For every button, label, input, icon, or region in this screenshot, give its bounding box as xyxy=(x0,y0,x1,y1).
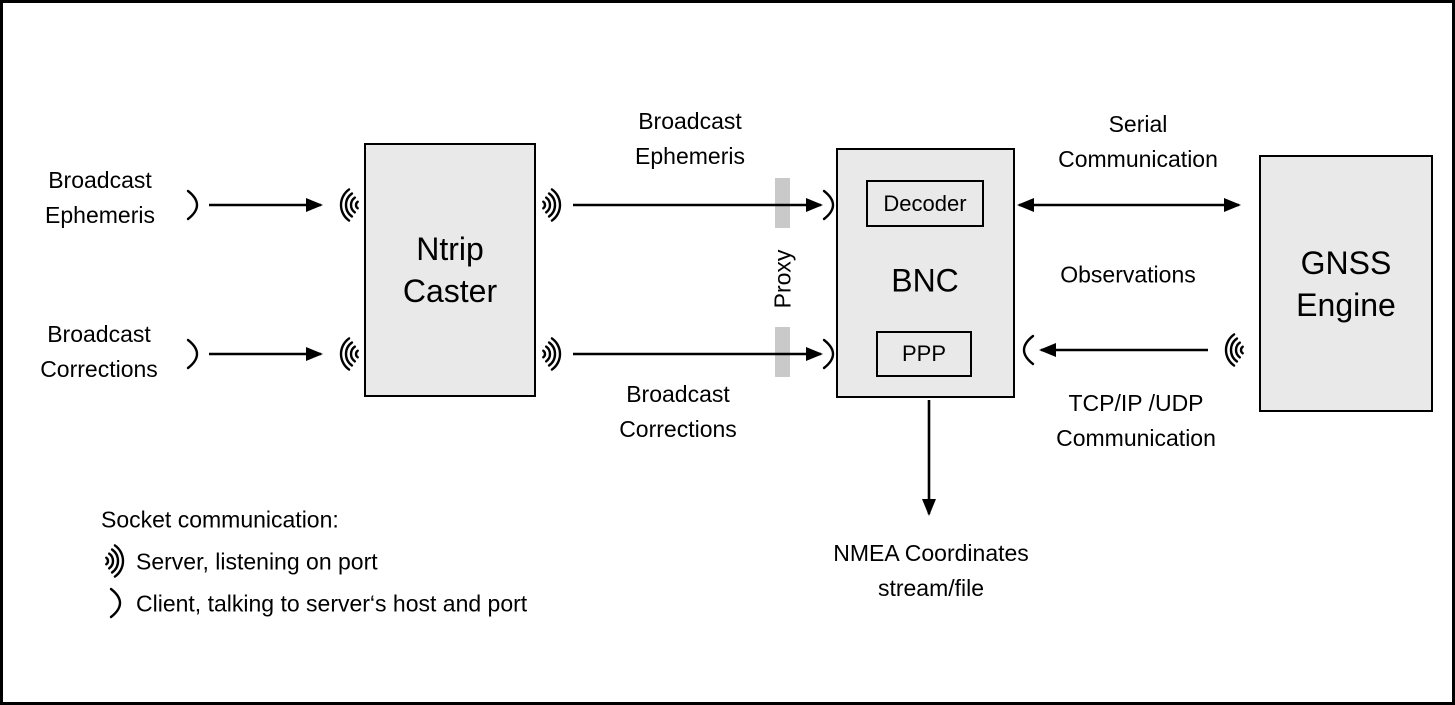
label-nmea-output: NMEA Coordinates stream/file xyxy=(833,540,1029,601)
proxy-bar-top xyxy=(775,178,790,228)
label-proxy: Proxy xyxy=(769,249,796,309)
legend-server-label: Server, listening on port xyxy=(136,548,378,575)
label-broadcast-ephemeris-left: Broadcast Ephemeris xyxy=(45,167,155,228)
bnc-label: BNC xyxy=(891,262,959,299)
label-serial-communication: Serial Communication xyxy=(1058,111,1218,172)
ntrip-caster-label: Ntrip Caster xyxy=(402,231,498,309)
node-gnss-engine: GNSS Engine xyxy=(1259,155,1433,412)
connector-layer xyxy=(105,178,1244,619)
socket-server-waves-icon xyxy=(542,337,562,371)
socket-server-waves-icon xyxy=(1224,333,1244,367)
label-broadcast-corrections-left: Broadcast Corrections xyxy=(40,321,158,382)
legend-client-icon xyxy=(109,587,122,619)
socket-client-arc-icon xyxy=(1022,334,1035,366)
label-tcpip-udp-communication: TCP/IP /UDP Communication xyxy=(1056,390,1216,451)
legend-server-icon xyxy=(105,544,125,578)
label-observations: Observations xyxy=(1060,261,1196,288)
socket-server-waves-icon xyxy=(339,337,359,371)
ppp-label: PPP xyxy=(901,341,947,366)
proxy-bar-bottom xyxy=(775,327,790,377)
legend-title: Socket communication: xyxy=(101,506,339,533)
label-broadcast-corrections-bottom: Broadcast Corrections xyxy=(619,381,737,442)
ppp-box: PPP xyxy=(876,331,972,377)
gnss-engine-label: GNSS Engine xyxy=(1296,244,1396,323)
node-ntrip-caster: Ntrip Caster xyxy=(364,143,536,397)
legend-client-label: Client, talking to server‘s host and por… xyxy=(136,590,528,617)
decoder-box: Decoder xyxy=(866,180,984,227)
socket-client-arc-icon xyxy=(822,189,835,221)
socket-client-arc-icon xyxy=(186,338,199,370)
socket-client-arc-icon xyxy=(186,189,199,221)
socket-server-waves-icon xyxy=(339,188,359,222)
decoder-label: Decoder xyxy=(883,190,967,216)
socket-server-waves-icon xyxy=(542,188,562,222)
label-broadcast-ephemeris-top: Broadcast Ephemeris xyxy=(635,108,745,169)
socket-client-arc-icon xyxy=(822,338,835,370)
